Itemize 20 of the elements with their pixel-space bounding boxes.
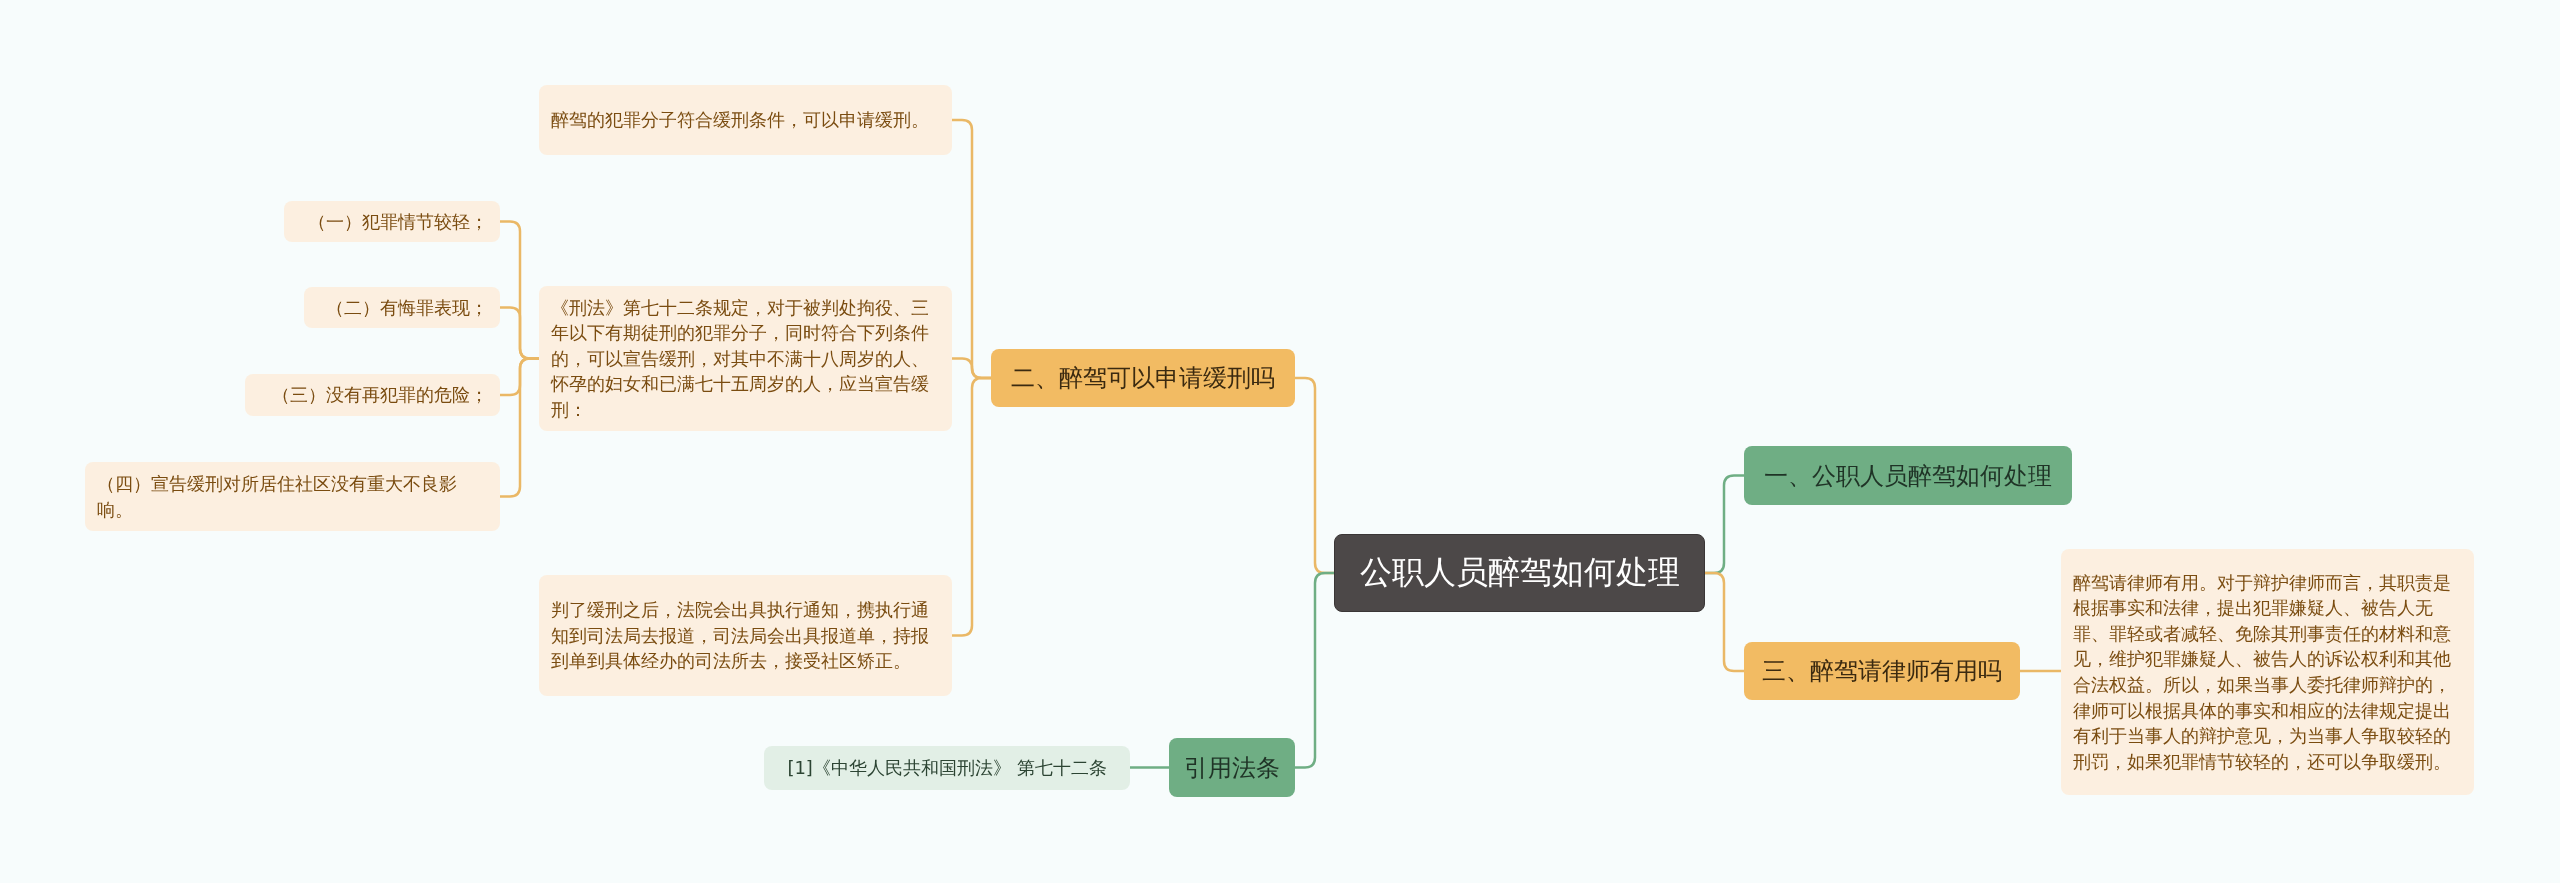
reference-box: [1]《中华人民共和国刑法》 第七十二条 [764, 746, 1130, 790]
note-box: 判了缓刑之后，法院会出具执行通知，携执行通知到司法局去报道，司法局会出具报道单，持报到单到具体经办的司法所去，接受社区矫正。 [539, 575, 952, 696]
connector-line [1130, 766, 1169, 769]
connector-line [2020, 669, 2061, 673]
note-box: 醉驾的犯罪分子符合缓刑条件，可以申请缓刑。 [539, 85, 952, 155]
topic-box: 二、醉驾可以申请缓刑吗 [991, 349, 1295, 407]
note-box: （一）犯罪情节较轻； [284, 201, 500, 242]
connector-line [952, 376, 991, 637]
note-box: 醉驾请律师有用。对于辩护律师而言，其职责是根据事实和法律，提出犯罪嫌疑人、被告人无罪、罪轻或者减轻、免除其刑事责任的材料和意见，维护犯罪嫌疑人、被告人的诉讼权利和其他合法权益。所以，如果当事人委托律师辩护的，律师可以根据具体的事实和相应的法律规定提出有利于当事人的辩护意见，为当事人争取较轻的刑罚，如果犯罪情节较轻的，还可以争取缓刑。 [2061, 549, 2474, 795]
note-box: （四）宣告缓刑对所居住社区没有重大不良影响。 [85, 462, 500, 531]
note-box: （二）有悔罪表现； [304, 287, 500, 328]
connector-line [1705, 571, 1744, 673]
connector-line [1295, 571, 1334, 769]
topic-box: 引用法条 [1169, 738, 1295, 797]
note-box: （三）没有再犯罪的危险； [245, 374, 500, 416]
central-topic-box: 公职人员醉驾如何处理 [1334, 534, 1705, 612]
topic-box: 三、醉驾请律师有用吗 [1744, 642, 2020, 700]
note-box: 《刑法》第七十二条规定，对于被判处拘役、三年以下有期徒刑的犯罪分子，同时符合下列条件的，可以宣告缓刑，对其中不满十八周岁的人、怀孕的妇女和已满七十五周岁的人，应当宣告缓刑： [539, 286, 952, 431]
connector-line [500, 357, 539, 498]
topic-box: 一、公职人员醉驾如何处理 [1744, 446, 2072, 505]
